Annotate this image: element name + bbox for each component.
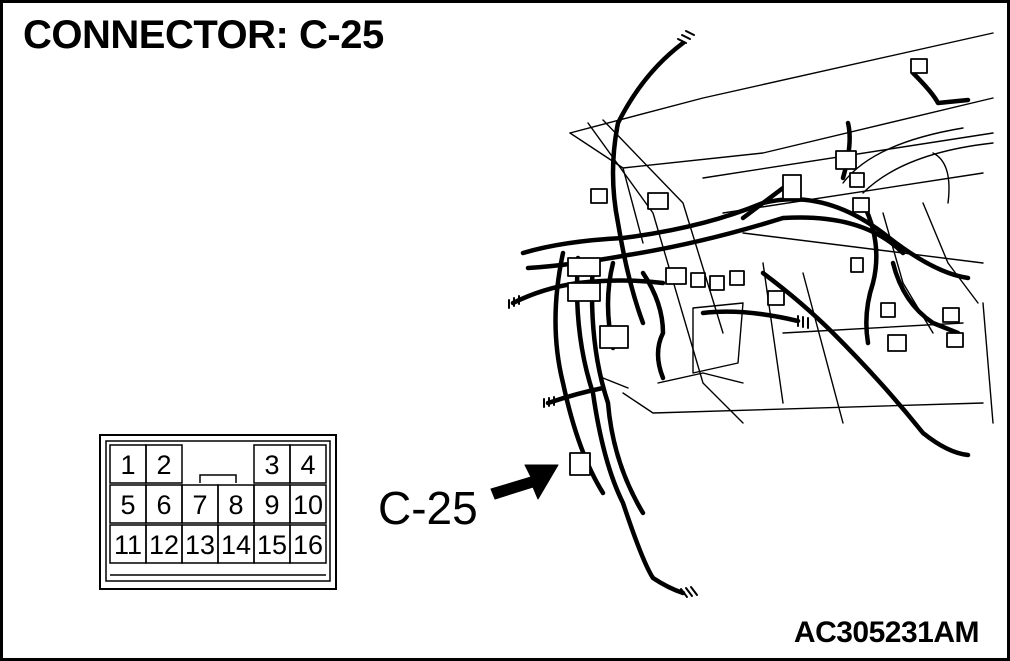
- pin-label: 10: [293, 490, 323, 520]
- figure-code: AC305231AM: [793, 616, 980, 649]
- pin-label: 3: [264, 450, 279, 480]
- connector-callout-label: C-25: [378, 482, 478, 534]
- connector-face: [99, 434, 337, 590]
- pin-label: 7: [192, 490, 207, 520]
- harness-connectors: [567, 58, 964, 476]
- pin-label: 1: [120, 450, 135, 480]
- harness-illustration: 1 2 3 4 5 6 7 8 9 10 11 12 13 14 15 16: [99, 30, 994, 598]
- pin-label: 5: [120, 490, 135, 520]
- wire-ends: [508, 30, 809, 598]
- pin-label: 4: [300, 450, 315, 480]
- pin-label: 2: [156, 450, 171, 480]
- pin-label: 16: [293, 530, 323, 560]
- page-title: CONNECTOR: C-25: [23, 13, 384, 57]
- pin-label: 15: [257, 530, 287, 560]
- pin-label: 12: [149, 530, 179, 560]
- pin-label: 6: [156, 490, 171, 520]
- pin-label: 13: [185, 530, 215, 560]
- pin-label: 11: [114, 530, 142, 560]
- pin-labels: 1 2 3 4 5 6 7 8 9 10 11 12 13 14 15 16: [114, 450, 323, 560]
- pin-label: 14: [221, 530, 251, 560]
- harness-wires: [510, 40, 971, 596]
- pin-label: 8: [228, 490, 243, 520]
- pin-label: 9: [264, 490, 279, 520]
- callout-arrow: [490, 464, 559, 500]
- dashboard-outline: [569, 32, 994, 424]
